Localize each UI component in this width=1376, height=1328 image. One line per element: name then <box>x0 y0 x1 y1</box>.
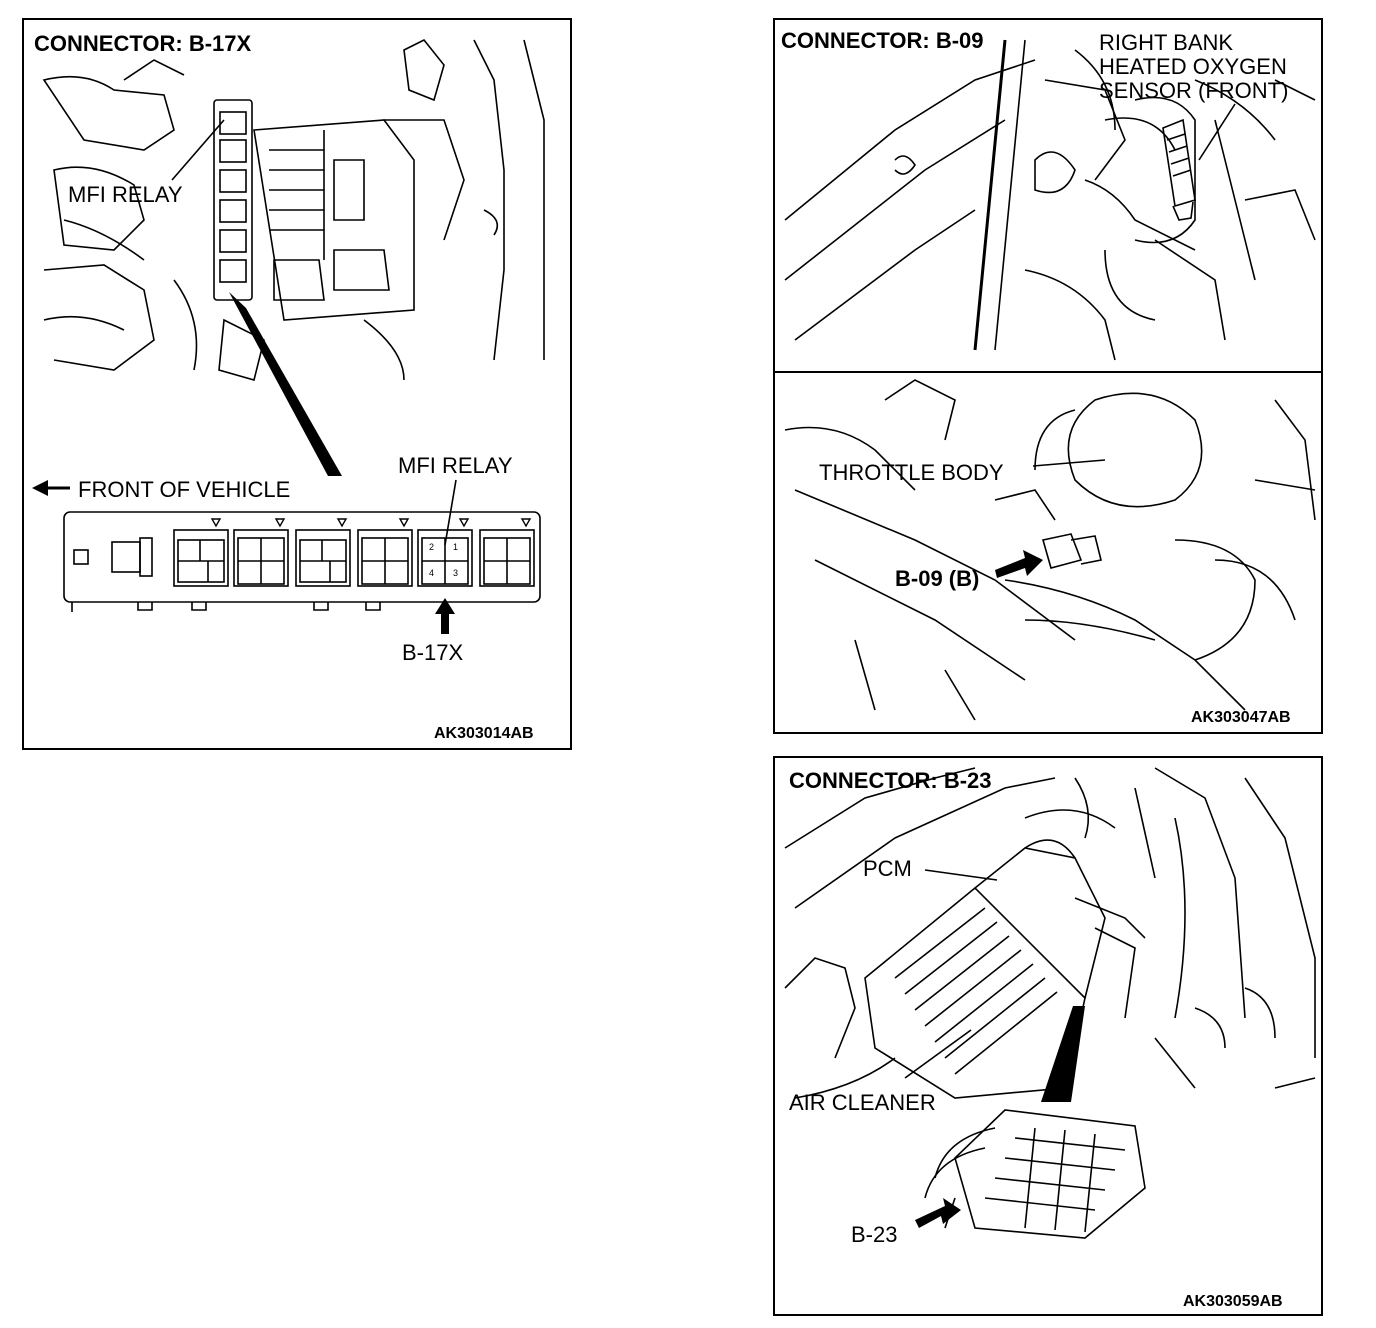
panel-b09: CONNECTOR: B-09 RIGHT BANK HEATED OXYGEN… <box>773 18 1323 734</box>
panel-b23: CONNECTOR: B-23 PCM AIR CLEANER B-23 AK3… <box>773 756 1323 1316</box>
figure-code: AK303047AB <box>1191 709 1291 726</box>
sensor-label-line3: SENSOR (FRONT) <box>1099 78 1289 103</box>
front-of-vehicle-label: FRONT OF VEHICLE <box>78 477 291 502</box>
panel-title: CONNECTOR: B-09 <box>781 28 984 53</box>
engine-illustration-b09 <box>775 39 1321 721</box>
connector-b23-label: B-23 <box>851 1222 898 1247</box>
mfi-relay-socket-label: MFI RELAY <box>398 453 513 478</box>
figure-code: AK303014AB <box>434 725 534 742</box>
air-cleaner-label: AIR CLEANER <box>789 1090 936 1115</box>
pin-number: 1 <box>453 542 459 552</box>
sensor-label-line1: RIGHT BANK <box>1099 30 1234 55</box>
panel-title: CONNECTOR: B-23 <box>789 768 992 793</box>
engine-illustration-b23 <box>784 767 1316 1239</box>
figure-code: AK303059AB <box>1183 1293 1283 1310</box>
connector-b09-label: B-09 (B) <box>895 566 980 591</box>
throttle-body-label: THROTTLE BODY <box>819 460 1004 485</box>
connector-b17x-label: B-17X <box>402 640 464 665</box>
sensor-label-line2: HEATED OXYGEN <box>1099 54 1287 79</box>
pin-number: 4 <box>429 568 435 578</box>
pcm-label: PCM <box>863 856 912 881</box>
pin-number: 2 <box>429 542 435 552</box>
panel-title: CONNECTOR: B-17X <box>34 31 252 56</box>
engine-bay-illustration-b17x <box>32 38 545 634</box>
mfi-relay-label: MFI RELAY <box>68 182 183 207</box>
pin-number: 3 <box>453 568 459 578</box>
panel-b17x: CONNECTOR: B-17X MFI RELAY FRONT OF VEHI… <box>22 18 572 750</box>
